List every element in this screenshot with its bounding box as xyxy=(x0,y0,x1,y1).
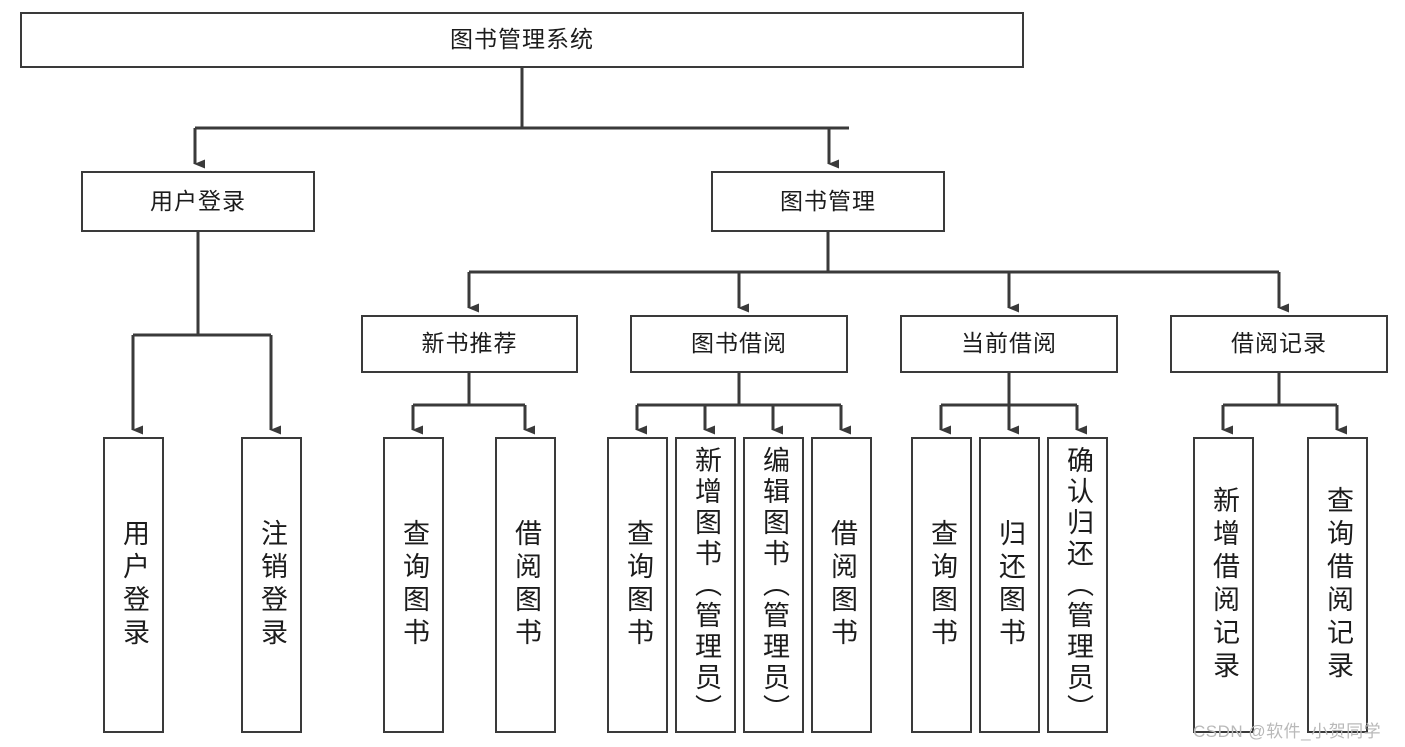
node-label: 借阅图书 xyxy=(511,519,541,651)
node-leaf-add-borrow-record[interactable]: 新增借阅记录 xyxy=(1193,437,1254,733)
node-label: 归还图书 xyxy=(995,519,1025,651)
node-new-book-recommend[interactable]: 新书推荐 xyxy=(361,315,578,373)
node-label: 新增图书（管理员） xyxy=(691,445,721,725)
node-user-login[interactable]: 用户登录 xyxy=(81,171,315,232)
node-leaf-query-book-recommend[interactable]: 查询图书 xyxy=(383,437,444,733)
node-label: 图书管理 xyxy=(780,187,876,214)
node-leaf-confirm-return[interactable]: 确认归还（管理员） xyxy=(1047,437,1108,733)
node-label: 图书借阅 xyxy=(691,330,787,357)
node-leaf-logout-login[interactable]: 注销登录 xyxy=(241,437,302,733)
node-borrow-record[interactable]: 借阅记录 xyxy=(1170,315,1388,373)
node-book-borrow[interactable]: 图书借阅 xyxy=(630,315,848,373)
node-label: 查询借阅记录 xyxy=(1323,486,1353,684)
node-label: 新增借阅记录 xyxy=(1209,486,1239,684)
node-label: 新书推荐 xyxy=(421,330,518,357)
node-label: 查询图书 xyxy=(623,519,653,651)
node-label: 用户登录 xyxy=(119,519,149,651)
node-leaf-query-book-borrow[interactable]: 查询图书 xyxy=(607,437,668,733)
node-label: 查询图书 xyxy=(399,519,429,651)
node-leaf-query-book-current[interactable]: 查询图书 xyxy=(911,437,972,733)
csdn-watermark: CSDN @软件_小贺同学 xyxy=(1193,722,1382,741)
node-leaf-return-book[interactable]: 归还图书 xyxy=(979,437,1040,733)
node-label: 用户登录 xyxy=(150,187,246,214)
node-label: 确认归还（管理员） xyxy=(1063,445,1093,725)
node-root-book-management-system[interactable]: 图书管理系统 xyxy=(20,12,1024,68)
node-label: 借阅图书 xyxy=(827,519,857,651)
node-label: 查询图书 xyxy=(927,519,957,651)
node-leaf-edit-book[interactable]: 编辑图书（管理员） xyxy=(743,437,804,733)
node-leaf-query-borrow-record[interactable]: 查询借阅记录 xyxy=(1307,437,1368,733)
node-label: 当前借阅 xyxy=(961,330,1057,357)
node-label: 图书管理系统 xyxy=(450,26,594,53)
node-leaf-add-book[interactable]: 新增图书（管理员） xyxy=(675,437,736,733)
node-label: 借阅记录 xyxy=(1231,330,1327,357)
node-book-management[interactable]: 图书管理 xyxy=(711,171,945,232)
node-leaf-borrow-book-recommend[interactable]: 借阅图书 xyxy=(495,437,556,733)
node-label: 注销登录 xyxy=(257,519,287,651)
node-leaf-user-login[interactable]: 用户登录 xyxy=(103,437,164,733)
node-leaf-borrow-book[interactable]: 借阅图书 xyxy=(811,437,872,733)
node-current-borrow[interactable]: 当前借阅 xyxy=(900,315,1118,373)
node-label: 编辑图书（管理员） xyxy=(759,445,789,725)
